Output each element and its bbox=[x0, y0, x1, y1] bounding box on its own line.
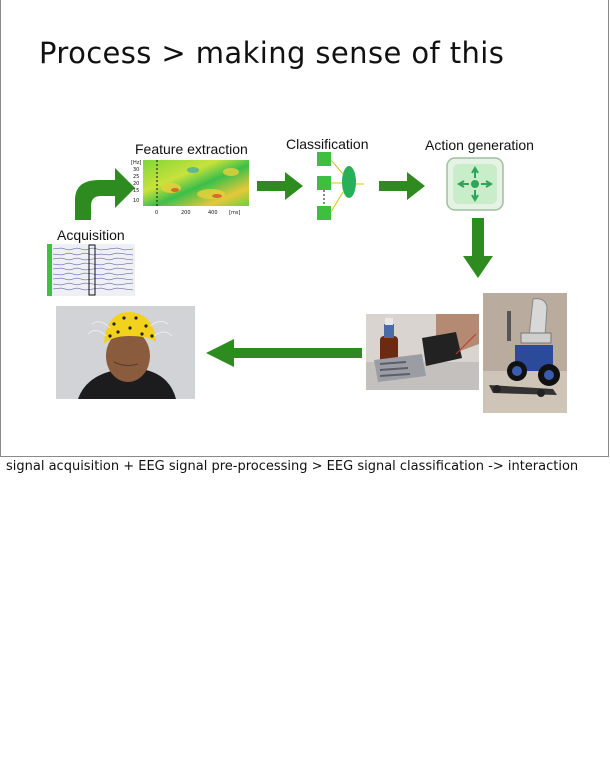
spectrogram-y-tick: 20 bbox=[133, 181, 139, 187]
spectrogram-x-unit: [ms] bbox=[229, 210, 240, 216]
robotic-hand-image bbox=[366, 314, 479, 390]
left-arrow-icon bbox=[206, 339, 362, 367]
spectrogram-x-tick: 400 bbox=[208, 210, 218, 216]
acquisition-label: Acquisition bbox=[57, 227, 125, 243]
action-generation-label: Action generation bbox=[425, 137, 534, 153]
feature-extraction-label: Feature extraction bbox=[135, 141, 248, 157]
person-eeg-cap-image bbox=[56, 306, 195, 399]
slide-title: Process > making sense of this bbox=[39, 36, 505, 70]
slide-caption: signal acquisition + EEG signal pre-proc… bbox=[6, 459, 579, 474]
spectrogram-y-tick: 30 bbox=[133, 167, 139, 173]
spectrogram-y-tick: 10 bbox=[133, 198, 139, 204]
spectrogram-y-tick: 15 bbox=[133, 188, 139, 194]
spectrogram-y-unit: [Hz] bbox=[131, 160, 141, 166]
wheelchair-image bbox=[483, 293, 567, 413]
spectrogram-x-tick: 200 bbox=[181, 210, 191, 216]
right-arrow-icon bbox=[379, 172, 425, 200]
eeg-signal-image bbox=[47, 244, 135, 296]
curved-arrow-icon bbox=[75, 168, 135, 220]
classifier-diagram bbox=[317, 152, 364, 220]
spectrogram-image: [Hz] 30 25 20 15 10 0 200 400 [ms] bbox=[131, 160, 249, 216]
classification-label: Classification bbox=[286, 136, 369, 152]
slide: Process > making sense of this Acquisiti… bbox=[0, 0, 609, 457]
down-arrow-icon bbox=[463, 218, 493, 278]
right-arrow-icon bbox=[257, 172, 303, 200]
spectrogram-x-tick: 0 bbox=[155, 210, 158, 216]
action-directional-icon bbox=[446, 157, 504, 211]
spectrogram-y-tick: 25 bbox=[133, 174, 139, 180]
